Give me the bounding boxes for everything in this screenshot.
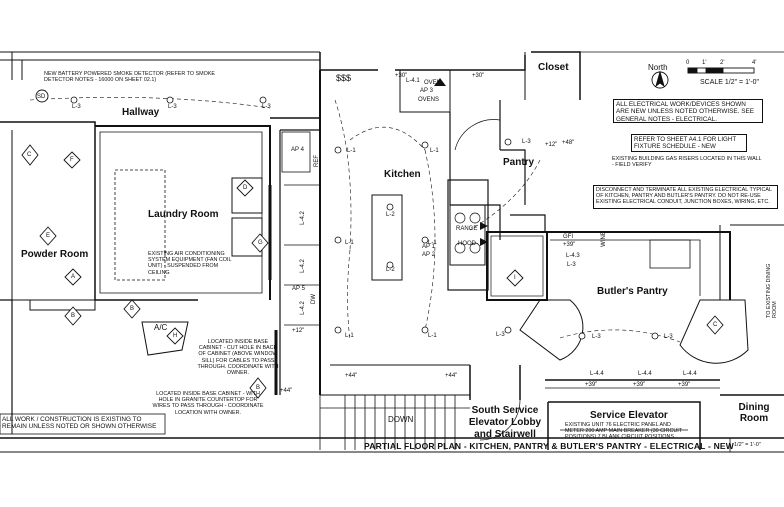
height-39-a: +39" bbox=[563, 242, 576, 248]
height-39-b: +39" bbox=[585, 382, 598, 388]
fixture-l3-hall-3: L-3 bbox=[262, 104, 271, 110]
tag-c-butler: C bbox=[713, 322, 718, 328]
range-label: RANGE bbox=[456, 226, 478, 232]
ovens-label: OVENS bbox=[418, 97, 440, 103]
fixture-l1-a: L-1 bbox=[347, 148, 356, 154]
existing-work-note: ALL WORK / CONSTRUCTION IS EXISTING TO R… bbox=[2, 416, 157, 431]
fixture-l41: L-4.1 bbox=[406, 78, 420, 84]
fixture-l1-e: L-1 bbox=[345, 333, 354, 339]
kitchen-label: Kitchen bbox=[384, 169, 421, 180]
fixture-l1-d: L-1 bbox=[428, 240, 437, 246]
fixture-l3-butler-c: L-3 bbox=[664, 334, 673, 340]
fixture-l44-a: L-4.4 bbox=[590, 371, 604, 377]
fixture-l1-c: L-1 bbox=[345, 240, 354, 246]
height-12-b: +12" bbox=[292, 328, 305, 334]
fixture-l1-f: L-1 bbox=[428, 333, 437, 339]
fixture-l3-pantry: L-3 bbox=[522, 139, 531, 145]
height-39-d: +39" bbox=[678, 382, 691, 388]
fixture-l42-c: L-4.2 bbox=[299, 301, 306, 315]
tag-b-laundry: B bbox=[130, 306, 135, 312]
dining-room-label: Dining Room bbox=[738, 402, 770, 424]
tag-f: F bbox=[70, 157, 74, 163]
pantry-label: Pantry bbox=[503, 157, 535, 168]
scale-label: SCALE 1/2" = 1'-0" bbox=[700, 79, 760, 86]
tag-e: E bbox=[46, 233, 51, 239]
sd-label: SD bbox=[37, 94, 46, 100]
fixture-l3-butler-b: L-3 bbox=[592, 334, 601, 340]
fixture-l2-b: L-2 bbox=[386, 267, 395, 273]
general-electrical-note-text: ALL ELECTRICAL WORK/DEVICES SHOWN ARE NE… bbox=[616, 101, 755, 123]
drawing-title: PARTIAL FLOOR PLAN - KITCHEN, PANTRY & B… bbox=[364, 441, 734, 451]
tag-a-powder: A bbox=[71, 274, 76, 280]
tag-ap4: AP 4 bbox=[291, 147, 304, 153]
tag-c-powder: C bbox=[27, 152, 32, 158]
powder-room-label: Powder Room bbox=[21, 249, 89, 260]
scale-tick-1: 1' bbox=[702, 60, 707, 66]
service-elevator-label: Service Elevator bbox=[590, 410, 668, 421]
tag-b-window: B bbox=[256, 385, 261, 391]
fixture-l3-butler-a: L-3 bbox=[567, 262, 576, 268]
fixture-l3-hall-1: L-3 bbox=[72, 104, 81, 110]
height-44-b: +44" bbox=[445, 373, 458, 379]
lobby-label: South Service Elevator Lobby and Stairwe… bbox=[468, 405, 542, 440]
hallway-label: Hallway bbox=[122, 107, 160, 118]
closet-label: Closet bbox=[538, 62, 569, 73]
fixture-l2-a: L-2 bbox=[386, 212, 395, 218]
height-44-a: +44" bbox=[345, 373, 358, 379]
hood-label: HOOD bbox=[458, 241, 476, 247]
tag-b-powder: B bbox=[71, 313, 76, 319]
ac-label: A/C bbox=[154, 323, 168, 332]
dw-label: DW bbox=[311, 294, 317, 304]
ref-label: REF bbox=[314, 155, 320, 167]
ac-equipment-note: EXISTING AIR CONDITIONING SYSTEM EQUIPME… bbox=[148, 251, 232, 276]
height-30-b: +30" bbox=[472, 73, 485, 79]
butlers-pantry-label: Butler's Pantry bbox=[597, 286, 668, 297]
dollar-switches: $$$ bbox=[336, 73, 352, 83]
tag-h: H bbox=[173, 333, 178, 339]
height-48: +48" bbox=[562, 140, 575, 146]
tag-ap5: AP 5 bbox=[292, 286, 305, 292]
fixture-l1-b: L-1 bbox=[430, 148, 439, 154]
scale-tick-3: 4' bbox=[752, 60, 757, 66]
fixture-l42-b: L-4.2 bbox=[299, 259, 306, 273]
height-30-a: +30" bbox=[395, 73, 408, 79]
tag-i: I bbox=[514, 275, 516, 281]
drawing-scale: 1/2" = 1'-0" bbox=[734, 442, 761, 448]
height-39-c: +39" bbox=[633, 382, 646, 388]
fixture-schedule-note bbox=[631, 134, 747, 152]
general-electrical-note bbox=[613, 99, 763, 123]
disconnect-note-text: DISCONNECT AND TERMINATE ALL EXISTING EL… bbox=[596, 187, 772, 206]
scale-tick-0: 0 bbox=[686, 60, 690, 66]
tag-g: G bbox=[258, 240, 263, 246]
fixture-schedule-note-text: REFER TO SHEET A4.1 FOR LIGHT FIXTURE SC… bbox=[634, 136, 737, 151]
scale-tick-2: 2' bbox=[720, 60, 725, 66]
oven-label: OVEN bbox=[424, 80, 442, 86]
tag-ap2: AP 2 bbox=[422, 252, 435, 258]
height-44-c: +44" bbox=[280, 388, 293, 394]
fixture-l44-b: L-4.4 bbox=[638, 371, 652, 377]
wine-label: WINE bbox=[600, 231, 607, 247]
laundry-room-label: Laundry Room bbox=[148, 209, 219, 220]
tag-ap1: AP 1 bbox=[422, 244, 435, 250]
down-label: DOWN bbox=[388, 415, 414, 424]
disconnect-note bbox=[593, 185, 778, 209]
to-dining-note: TO EXISTING DINING ROOM bbox=[766, 263, 779, 318]
fixture-l3-lobby: L-3 bbox=[496, 332, 505, 338]
height-12-a: +12" bbox=[545, 142, 558, 148]
north-label: North bbox=[648, 63, 668, 72]
fixture-l44-c: L-4.4 bbox=[683, 371, 697, 377]
gas-risers-note: EXISTING BUILDING GAS RISERS LOCATED IN … bbox=[612, 156, 762, 169]
base-cabinet-note: LOCATED INSIDE BASE CABINET - CUT HOLE I… bbox=[197, 339, 279, 377]
smoke-detector-note: NEW BATTERY POWERED SMOKE DETECTOR (REFE… bbox=[44, 71, 216, 84]
tag-ap3: AP 3 bbox=[420, 88, 433, 94]
tag-d: D bbox=[243, 185, 248, 191]
fixture-l43: L-4.3 bbox=[566, 253, 580, 259]
gfi-label: GFI bbox=[563, 234, 573, 240]
granite-countertop-note: LOCATED INSIDE BASE CABINET - WITH HOLE … bbox=[152, 391, 264, 416]
fixture-l3-hall-2: L-3 bbox=[168, 104, 177, 110]
fixture-l42-a: L-4.2 bbox=[299, 211, 306, 225]
electric-panel-note: EXISTING UNIT 76 ELECTRIC PANEL AND METE… bbox=[565, 422, 682, 441]
